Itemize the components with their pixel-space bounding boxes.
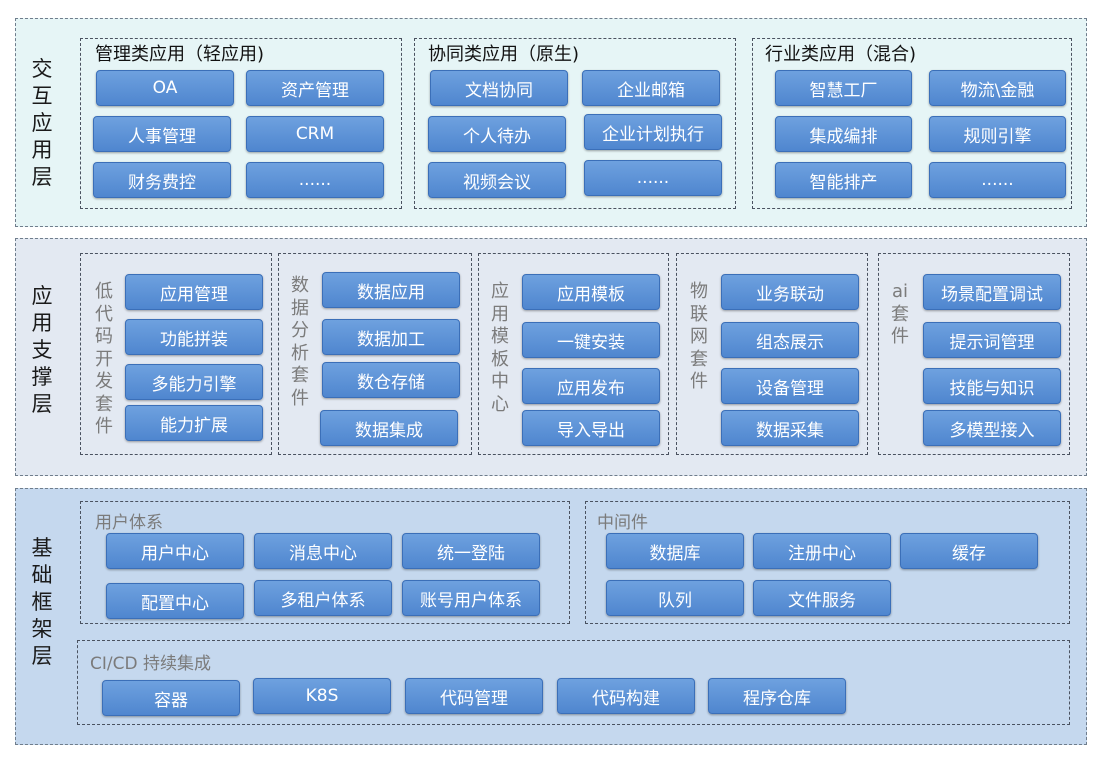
- app-hr-management[interactable]: 人事管理: [93, 116, 231, 152]
- app-video-meeting[interactable]: 视频会议: [428, 162, 566, 198]
- group-middleware-title: 中间件: [597, 513, 648, 533]
- app-crm[interactable]: CRM: [246, 116, 384, 152]
- infra-account-system[interactable]: 账号用户体系: [402, 580, 540, 616]
- layer-support-label: 应用支撑层: [31, 284, 53, 416]
- app-smart-scheduling[interactable]: 智能排产: [775, 162, 912, 198]
- tool-capability-extension[interactable]: 能力扩展: [125, 405, 263, 441]
- tool-scada-display[interactable]: 组态展示: [721, 322, 859, 358]
- app-finance-expense[interactable]: 财务费控: [93, 162, 231, 198]
- infra-k8s[interactable]: K8S: [253, 678, 391, 714]
- infra-artifact-repo[interactable]: 程序仓库: [708, 678, 846, 714]
- app-more-industry[interactable]: ......: [929, 162, 1066, 198]
- app-more-management[interactable]: ......: [246, 162, 384, 198]
- group-management-apps-title: 管理类应用（轻应用): [95, 44, 265, 65]
- group-iot-suite: [676, 253, 868, 455]
- app-enterprise-plan[interactable]: 企业计划执行: [584, 114, 722, 150]
- app-asset-management[interactable]: 资产管理: [246, 70, 384, 106]
- app-personal-todo[interactable]: 个人待办: [428, 116, 566, 152]
- tool-prompt-management[interactable]: 提示词管理: [923, 322, 1061, 358]
- tool-business-linkage[interactable]: 业务联动: [721, 274, 859, 310]
- infra-file-service[interactable]: 文件服务: [753, 580, 891, 616]
- tool-data-integration[interactable]: 数据集成: [320, 410, 458, 446]
- infra-config-center[interactable]: 配置中心: [106, 583, 244, 619]
- group-cicd: [77, 640, 1070, 725]
- infra-user-center[interactable]: 用户中心: [106, 533, 244, 569]
- app-enterprise-mail[interactable]: 企业邮箱: [582, 70, 720, 106]
- group-collaboration-apps: [414, 38, 736, 209]
- tool-data-application[interactable]: 数据应用: [322, 272, 460, 308]
- tool-skills-knowledge[interactable]: 技能与知识: [923, 368, 1061, 404]
- app-integration-orchestration[interactable]: 集成编排: [775, 116, 912, 152]
- infra-database[interactable]: 数据库: [606, 533, 744, 569]
- group-ai-suite-title: ai套件: [891, 281, 909, 347]
- group-cicd-title: CI/CD 持续集成: [90, 654, 211, 674]
- group-iot-suite-title: 物联网套件: [690, 281, 708, 392]
- group-template-center: [478, 253, 669, 455]
- group-ai-suite: [878, 253, 1070, 455]
- tool-data-warehouse[interactable]: 数仓存储: [322, 362, 460, 398]
- tool-data-collection[interactable]: 数据采集: [721, 410, 859, 446]
- app-rule-engine[interactable]: 规则引擎: [929, 116, 1066, 152]
- group-middleware: [585, 501, 1070, 624]
- group-data-analysis-suite: [278, 253, 472, 455]
- infra-registry-center[interactable]: 注册中心: [753, 533, 891, 569]
- group-data-analysis-suite-title: 数据分析套件: [291, 275, 309, 409]
- app-smart-factory[interactable]: 智慧工厂: [775, 70, 912, 106]
- group-management-apps: [80, 38, 402, 209]
- group-collaboration-apps-title: 协同类应用（原生): [428, 44, 580, 65]
- tool-app-publish[interactable]: 应用发布: [522, 368, 660, 404]
- tool-app-template[interactable]: 应用模板: [522, 274, 660, 310]
- tool-import-export[interactable]: 导入导出: [522, 410, 660, 446]
- tool-app-management[interactable]: 应用管理: [125, 274, 263, 310]
- group-user-system-title: 用户体系: [95, 513, 163, 533]
- group-industry-apps-title: 行业类应用（混合): [765, 44, 917, 65]
- infra-container[interactable]: 容器: [102, 680, 240, 716]
- infra-queue[interactable]: 队列: [606, 580, 744, 616]
- app-more-collab[interactable]: ......: [584, 160, 722, 196]
- infra-multi-tenant[interactable]: 多租户体系: [254, 580, 392, 616]
- group-user-system: [80, 501, 570, 624]
- tool-multi-engine[interactable]: 多能力引擎: [125, 364, 263, 400]
- group-template-center-title: 应用模板中心: [491, 281, 509, 415]
- tool-multi-model-access[interactable]: 多模型接入: [923, 410, 1061, 446]
- app-logistics-finance[interactable]: 物流\金融: [929, 70, 1066, 106]
- infra-message-center[interactable]: 消息中心: [254, 533, 392, 569]
- app-doc-collab[interactable]: 文档协同: [430, 70, 568, 106]
- infra-code-build[interactable]: 代码构建: [557, 678, 695, 714]
- tool-feature-assembly[interactable]: 功能拼装: [125, 319, 263, 355]
- tool-data-processing[interactable]: 数据加工: [322, 319, 460, 355]
- tool-one-click-install[interactable]: 一键安装: [522, 322, 660, 358]
- tool-device-management[interactable]: 设备管理: [721, 368, 859, 404]
- app-oa[interactable]: OA: [96, 70, 234, 106]
- infra-cache[interactable]: 缓存: [900, 533, 1038, 569]
- group-lowcode-suite: [80, 253, 272, 455]
- group-industry-apps: [752, 38, 1072, 209]
- infra-unified-login[interactable]: 统一登陆: [402, 533, 540, 569]
- layer-interaction-label: 交互应用层: [31, 57, 53, 189]
- tool-scenario-config[interactable]: 场景配置调试: [923, 274, 1061, 310]
- group-lowcode-suite-title: 低代码开发套件: [95, 281, 113, 437]
- layer-infrastructure-label: 基础框架层: [31, 536, 53, 668]
- infra-code-management[interactable]: 代码管理: [405, 678, 543, 714]
